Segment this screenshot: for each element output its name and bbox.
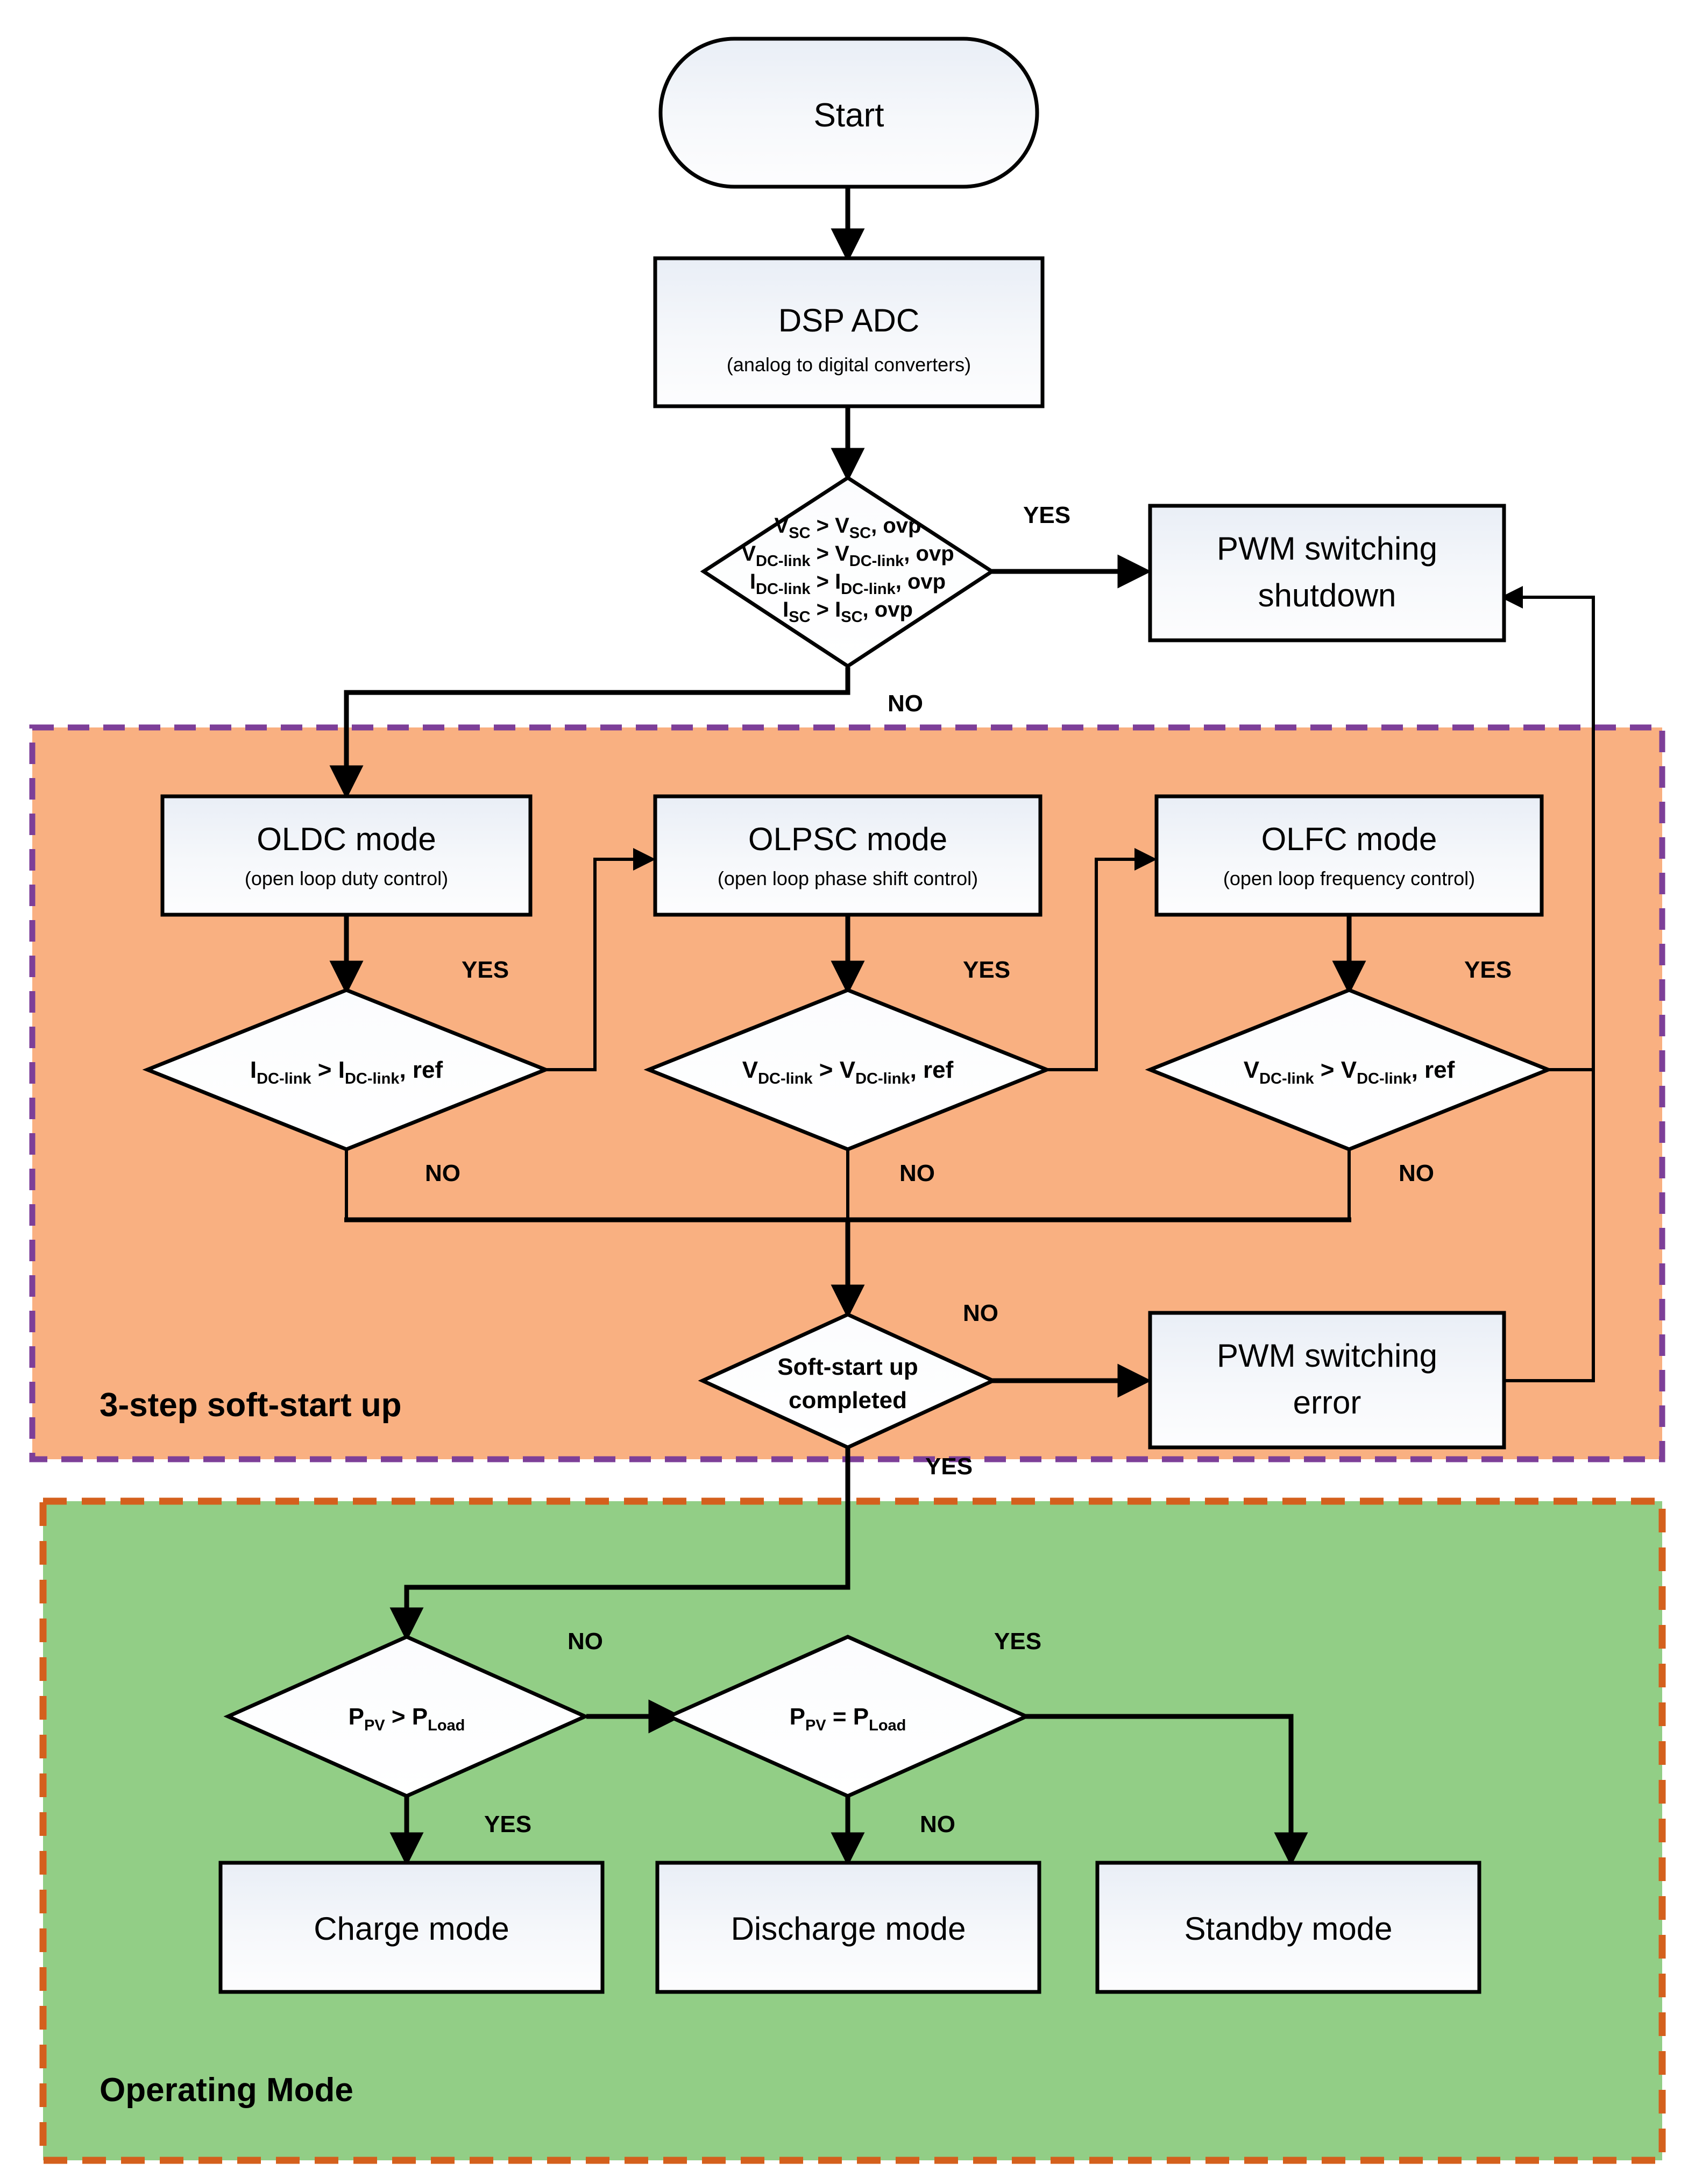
edge-label-vdc1-no: NO xyxy=(899,1160,935,1186)
connector-vdc2-yes-to-feedback xyxy=(1500,586,1595,1071)
decision-vdc1-condition: VDC-link > VDC-link, ref xyxy=(742,1057,954,1087)
node-start[interactable]: Start xyxy=(658,37,1039,189)
protection-condition-2: VDC-link > VDC-link, ovp xyxy=(741,542,954,570)
edge-label-ppv-gt-yes: YES xyxy=(484,1811,531,1837)
node-decision-ppv-greater-pload[interactable]: PPV > PLoad xyxy=(223,1635,590,1798)
edge-label-softstart-yes: YES xyxy=(925,1453,973,1480)
connector-vdc1-yes-to-olfc xyxy=(1048,848,1157,1071)
connector-protection-no-to-oldc xyxy=(329,667,850,800)
node-decision-vdc-link-right[interactable]: VDC-link > VDC-link, ref xyxy=(1145,988,1554,1151)
edge-label-idc-no: NO xyxy=(425,1160,460,1186)
protection-condition-4: ISC > ISC, ovp xyxy=(783,598,913,626)
node-discharge-mode[interactable]: Discharge mode xyxy=(655,1861,1041,1994)
edge-label-ppv-eq-no: NO xyxy=(920,1811,955,1837)
connector-ppv-eq-yes-to-standby xyxy=(1019,1714,1308,1867)
node-decision-soft-start-completed[interactable]: Soft-start up completed xyxy=(698,1312,998,1450)
connector-no-merge-bus xyxy=(344,1150,1351,1319)
edge-label-ppv-eq-yes: YES xyxy=(994,1628,1041,1655)
oldc-sublabel: (open loop duty control) xyxy=(245,867,448,889)
standby-mode-label: Standby mode xyxy=(1185,1911,1393,1947)
pwm-shutdown-line2: shutdown xyxy=(1258,577,1396,613)
olpsc-label: OLPSC mode xyxy=(748,821,947,857)
node-protection-decision[interactable]: VSC > VSC, ovp VDC-link > VDC-link, ovp … xyxy=(700,475,996,669)
discharge-mode-label: Discharge mode xyxy=(731,1911,966,1947)
region-label-operating-mode: Operating Mode xyxy=(100,2072,353,2109)
node-decision-ppv-equal-pload[interactable]: PPV = PLoad xyxy=(664,1635,1031,1798)
region-label-soft-start: 3-step soft-start up xyxy=(100,1387,401,1424)
oldc-label: OLDC mode xyxy=(257,821,436,857)
olpsc-sublabel: (open loop phase shift control) xyxy=(718,867,978,889)
connector-idc-yes-to-olpsc xyxy=(547,848,656,1071)
node-dsp-adc-label: DSP ADC xyxy=(778,302,919,338)
node-dsp-adc-sublabel: (analog to digital converters) xyxy=(727,354,971,376)
edge-label-vdc1-yes: YES xyxy=(963,957,1010,983)
decision-idc-condition: IDC-link > IDC-link, ref xyxy=(250,1057,443,1087)
node-olfc-mode[interactable]: OLFC mode (open loop frequency control) xyxy=(1154,794,1544,917)
node-charge-mode[interactable]: Charge mode xyxy=(218,1861,605,1994)
node-decision-vdc-link-center[interactable]: VDC-link > VDC-link, ref xyxy=(643,988,1052,1151)
node-dsp-adc[interactable]: DSP ADC (analog to digital converters) xyxy=(653,256,1045,408)
protection-condition-1: VSC > VSC, ovp xyxy=(775,514,921,542)
pwm-error-line1: PWM switching xyxy=(1217,1338,1437,1374)
edge-label-ppv-gt-no: NO xyxy=(568,1628,603,1655)
edge-label-vdc2-no: NO xyxy=(1399,1160,1434,1186)
decision-ppv-eq-condition: PPV = PLoad xyxy=(790,1704,906,1734)
region-operating-mode xyxy=(39,1497,1666,2164)
edge-label-idc-yes: YES xyxy=(462,957,509,983)
node-pwm-switching-error[interactable]: PWM switching error xyxy=(1148,1311,1506,1450)
decision-vdc2-condition: VDC-link > VDC-link, ref xyxy=(1244,1057,1455,1087)
pwm-error-line2: error xyxy=(1293,1384,1361,1420)
softstart-line2: completed xyxy=(789,1387,907,1413)
olfc-sublabel: (open loop frequency control) xyxy=(1223,867,1475,889)
edge-label-protection-no: NO xyxy=(888,690,923,717)
edge-label-softstart-no: NO xyxy=(963,1300,998,1326)
charge-mode-label: Charge mode xyxy=(314,1911,509,1947)
pwm-shutdown-line1: PWM switching xyxy=(1217,531,1437,567)
connector-softstart-yes-to-ppv-gt xyxy=(389,1448,850,1642)
olfc-label: OLFC mode xyxy=(1261,821,1437,857)
protection-condition-3: IDC-link > IDC-link, ovp xyxy=(750,570,946,598)
softstart-line1: Soft-start up xyxy=(777,1354,918,1380)
node-start-label: Start xyxy=(814,97,884,134)
connector-pwm-error-to-feedback xyxy=(1504,1070,1595,1382)
node-oldc-mode[interactable]: OLDC mode (open loop duty control) xyxy=(160,794,533,917)
edge-label-vdc2-yes: YES xyxy=(1464,957,1512,983)
node-decision-idc-link[interactable]: IDC-link > IDC-link, ref xyxy=(142,988,551,1151)
edge-label-protection-yes: YES xyxy=(1023,502,1070,528)
node-olpsc-mode[interactable]: OLPSC mode (open loop phase shift contro… xyxy=(653,794,1042,917)
node-pwm-switching-shutdown[interactable]: PWM switching shutdown xyxy=(1148,504,1506,642)
node-standby-mode[interactable]: Standby mode xyxy=(1095,1861,1481,1994)
decision-ppv-gt-condition: PPV > PLoad xyxy=(349,1704,465,1734)
